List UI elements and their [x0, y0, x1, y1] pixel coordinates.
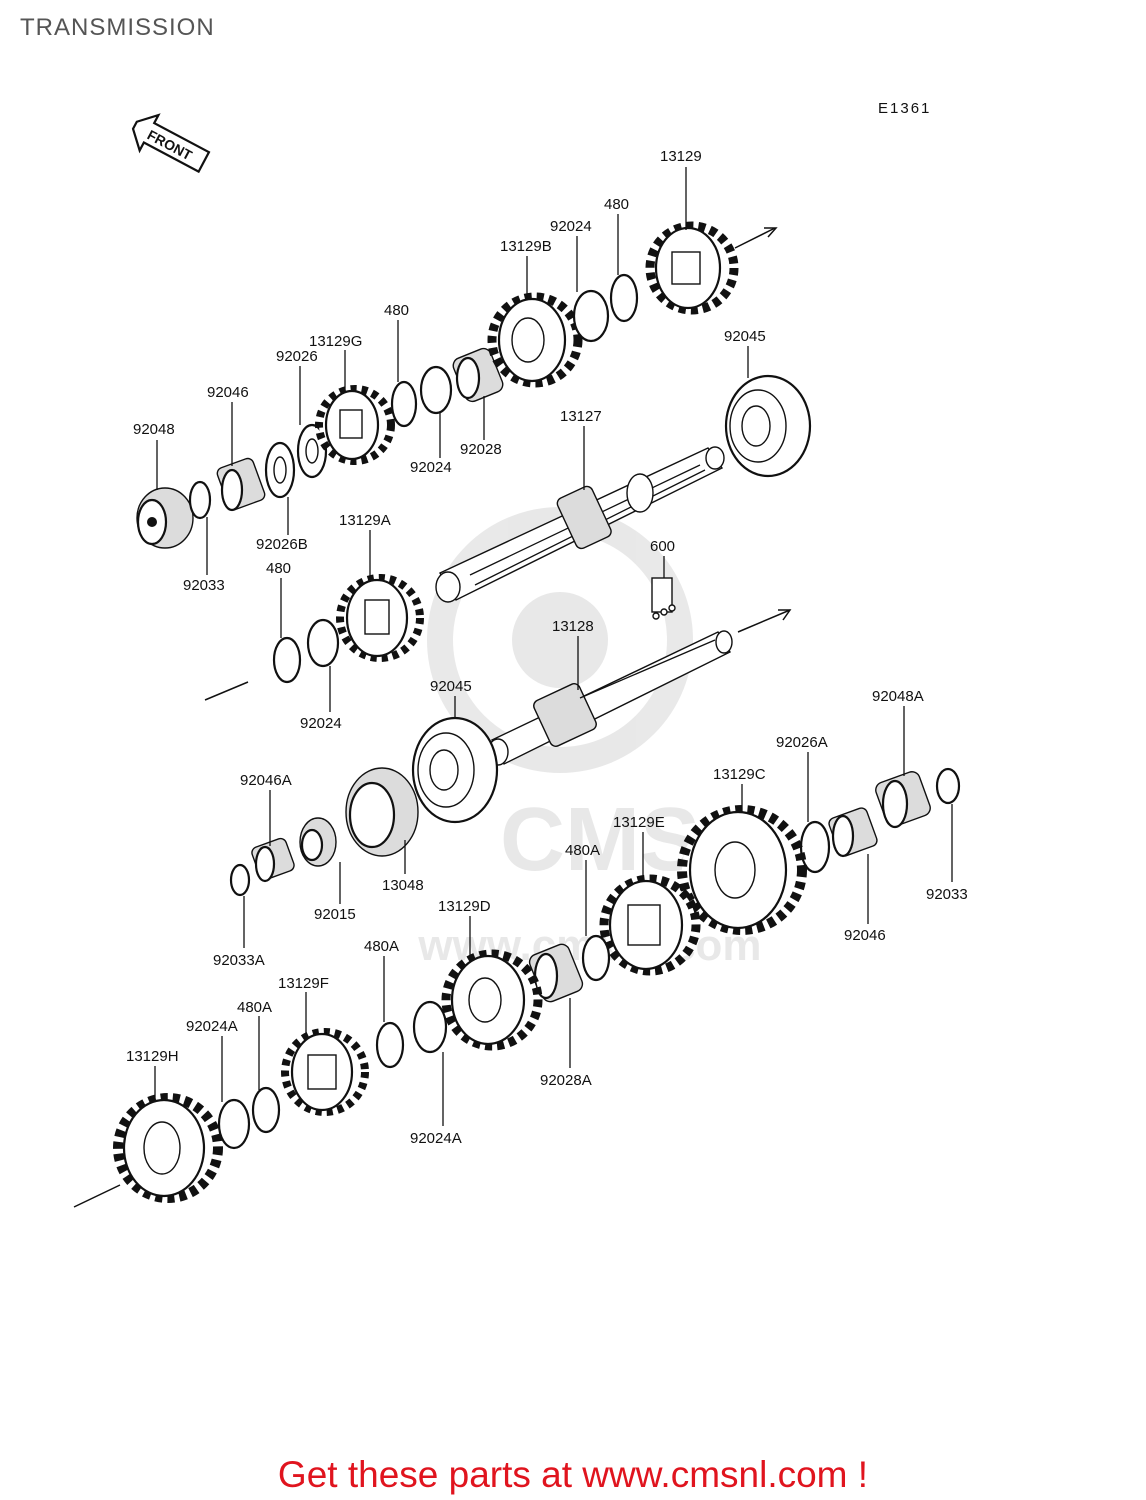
part-label: 13129E: [613, 814, 665, 831]
part-label: 92046: [207, 384, 249, 401]
nut-92015: [299, 817, 337, 867]
part-label: 92045: [724, 328, 766, 345]
gear-13129: [645, 221, 739, 315]
part-label: 13129B: [500, 238, 552, 255]
circlip-480A-a: [581, 934, 611, 982]
circlip-92033: [188, 480, 212, 520]
part-label: 92033: [926, 886, 968, 903]
page-title: TRANSMISSION: [20, 14, 215, 41]
gear-13129H: [113, 1093, 223, 1203]
part-label: 480: [266, 560, 291, 577]
gear-13129A: [336, 574, 424, 662]
part-label: 13048: [382, 877, 424, 894]
part-label: 13129C: [713, 766, 766, 783]
part-label: 92048: [133, 421, 175, 438]
gear-13129E: [599, 874, 701, 976]
part-label: 600: [650, 538, 675, 555]
collar-92048: [136, 487, 194, 549]
needle-bearing-92046A: [251, 837, 295, 883]
part-label: 92026B: [256, 536, 308, 553]
part-label: 480: [604, 196, 629, 213]
circlip-480-a: [390, 380, 418, 428]
part-label: 92046A: [240, 772, 292, 789]
part-label: 13129H: [126, 1048, 179, 1065]
part-label: 92024: [410, 459, 452, 476]
part-label: 13129G: [309, 333, 362, 350]
circlip-92033A: [229, 863, 251, 897]
washer-92024A-b: [217, 1098, 251, 1150]
part-label: 480A: [237, 999, 272, 1016]
part-label: 92024: [550, 218, 592, 235]
part-label: 13129: [660, 148, 702, 165]
circlip-480-c: [272, 636, 302, 684]
shaft-13128: [487, 630, 733, 766]
part-label: 13129D: [438, 898, 491, 915]
gear-13129C: [677, 805, 807, 935]
washer-92026A: [799, 820, 831, 874]
shaft-13127: [435, 446, 725, 603]
svg-text:CMS: CMS: [500, 790, 700, 890]
part-label: 92028: [460, 441, 502, 458]
collar-92048A: [875, 771, 931, 829]
circlip-480-b: [609, 273, 639, 323]
exploded-parts-diagram: FRONT E1361 CMS www.cmsnl.com: [73, 100, 968, 1208]
leader-lines: [154, 167, 953, 1126]
gear-13129G: [315, 385, 395, 465]
part-label: 480: [384, 302, 409, 319]
part-labels: 13129 480 92024 13129B 92045 480 13129G …: [126, 148, 968, 1147]
circlip-480A-b: [375, 1021, 405, 1069]
circlip-92033-right: [935, 767, 961, 805]
washer-92024A-a: [412, 1000, 448, 1054]
gear-13129F: [281, 1028, 369, 1116]
bearing-92045-top: [724, 374, 812, 478]
washer-92024-b: [572, 289, 610, 343]
part-label: 13127: [560, 408, 602, 425]
needle-bearing-92046: [216, 457, 266, 512]
pin-set-600: [651, 577, 676, 620]
part-label: 92024A: [410, 1130, 462, 1147]
part-label: 92026: [276, 348, 318, 365]
axis-arrows: [73, 227, 792, 1208]
footer-cta-link[interactable]: Get these parts at www.cmsnl.com !: [277, 1454, 869, 1495]
part-label: 92028A: [540, 1072, 592, 1089]
needle-bearing-92046-right: [828, 807, 878, 858]
part-label: 92033A: [213, 952, 265, 969]
part-label: 92024: [300, 715, 342, 732]
washer-92026B: [264, 441, 296, 499]
part-label: 13129A: [339, 512, 391, 529]
part-label: 13128: [552, 618, 594, 635]
sprocket-13048: [345, 767, 419, 857]
washer-92024-a: [419, 365, 453, 415]
washer-92024-c: [306, 618, 340, 668]
part-label: 92015: [314, 906, 356, 923]
part-label: 480A: [364, 938, 399, 955]
part-label: 92046: [844, 927, 886, 944]
part-label: 13129F: [278, 975, 329, 992]
part-label: 92026A: [776, 734, 828, 751]
gear-13129B: [487, 292, 583, 388]
part-label: 92033: [183, 577, 225, 594]
bushing-92028: [452, 347, 504, 403]
part-label: 480A: [565, 842, 600, 859]
figure-code: E1361: [878, 100, 931, 117]
part-label: 92045: [430, 678, 472, 695]
front-arrow-icon: FRONT: [131, 113, 211, 174]
circlip-480A-c: [251, 1086, 281, 1134]
part-label: 92024A: [186, 1018, 238, 1035]
bearing-92045-bottom: [411, 716, 499, 824]
part-label: 92048A: [872, 688, 924, 705]
watermark-logo: CMS www.cmsnl.com: [417, 507, 762, 970]
gear-13129D: [441, 949, 543, 1051]
